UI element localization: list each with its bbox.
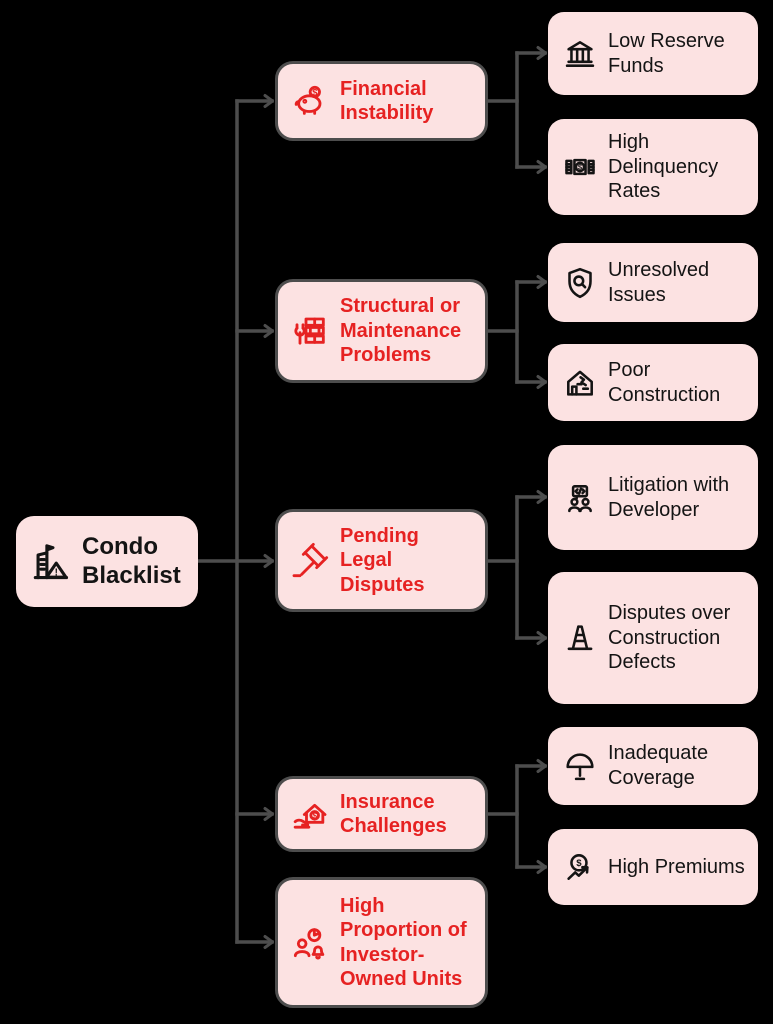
shield-search-icon (562, 265, 598, 301)
leaf-unresolved-issues: Unresolved Issues (548, 243, 758, 322)
building-wrench-icon (290, 311, 330, 351)
leaf-high-premiums: High Premiums (548, 829, 758, 905)
leaf-label: Litigation with Developer (608, 473, 730, 521)
leaf-construction-defect-disputes: Disputes over Construction Defects (548, 572, 758, 704)
branch-pending-legal-disputes: Pending Legal Disputes (275, 509, 488, 612)
cracked-house-icon (562, 365, 598, 401)
root-label: Condo Blacklist (82, 533, 181, 589)
branch-financial-instability: Financial Instability (275, 61, 488, 141)
branch-insurance-challenges: Insurance Challenges (275, 776, 488, 852)
leaf-low-reserve-funds: Low Reserve Funds (548, 12, 758, 95)
leaf-poor-construction: Poor Construction (548, 344, 758, 421)
leaf-label: Poor Construction (608, 358, 721, 406)
root-node: Condo Blacklist (16, 516, 198, 607)
dollar-trend-icon (562, 849, 598, 885)
leaf-label: Unresolved Issues (608, 258, 710, 306)
leaf-label: Inadequate Coverage (608, 742, 709, 789)
banknotes-icon (562, 149, 598, 185)
investor-pie-bell-icon (290, 923, 330, 963)
traffic-cone-icon (562, 620, 598, 656)
leaf-label: Low Reserve Funds (608, 29, 725, 77)
building-warning-icon (28, 540, 72, 584)
leaf-litigation-with-developer: Litigation with Developer (548, 445, 758, 550)
leaf-high-delinquency-rates: High Delinquency Rates (548, 119, 758, 215)
leaf-inadequate-coverage: Inadequate Coverage (548, 727, 758, 805)
umbrella-icon (562, 748, 598, 784)
branch-investor-owned-units: High Proportion of Investor-Owned Units (275, 877, 488, 1008)
leaf-label: Disputes over Construction Defects (608, 601, 731, 674)
leaf-label: High Delinquency Rates (608, 130, 719, 203)
house-insurance-icon (290, 794, 330, 834)
branch-label: Pending Legal Disputes (340, 524, 425, 596)
bank-icon (562, 36, 598, 72)
branch-label: Structural or Maintenance Problems (340, 295, 462, 367)
piggy-bank-icon (290, 81, 330, 121)
branch-label: Insurance Challenges (340, 790, 447, 837)
leaf-label: High Premiums (608, 855, 745, 878)
gavel-icon (290, 541, 330, 581)
branch-label: Financial Instability (340, 77, 434, 124)
developers-chat-icon (562, 480, 598, 516)
branch-structural-maintenance: Structural or Maintenance Problems (275, 279, 488, 383)
branch-label: High Proportion of Investor-Owned Units (340, 894, 467, 990)
